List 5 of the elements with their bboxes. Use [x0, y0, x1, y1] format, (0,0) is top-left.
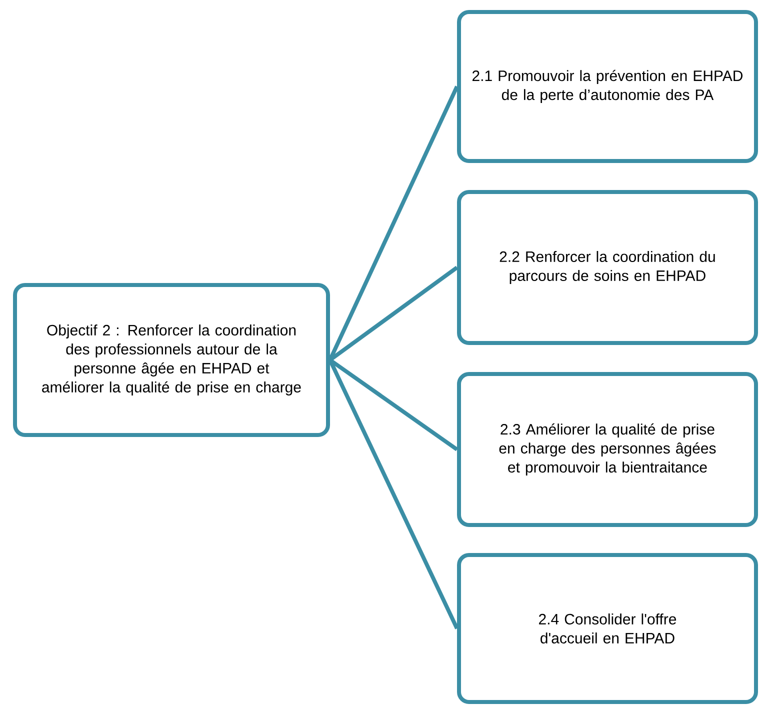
objective-box: Objectif 2 : Renforcer la coordination des professionnels autour de la personne âgée en EHPAD et améliorer la qualité de prise en charge	[13, 282, 330, 437]
sub-objective-box: 2.4 Consolider l'offre d'accueil en EHPAD	[457, 552, 758, 704]
sub-objective-box: 2.1 Promouvoir la prévention en EHPAD de la perte d’autonomie des PA	[457, 10, 758, 163]
sub-objective-box: 2.2 Renforcer la coordination du parcours de soins en EHPAD	[457, 190, 758, 345]
sub-objective-box: 2.3 Améliorer la qualité de prise en charge des personnes âgées et promouvoir la bientraitance	[457, 372, 758, 527]
